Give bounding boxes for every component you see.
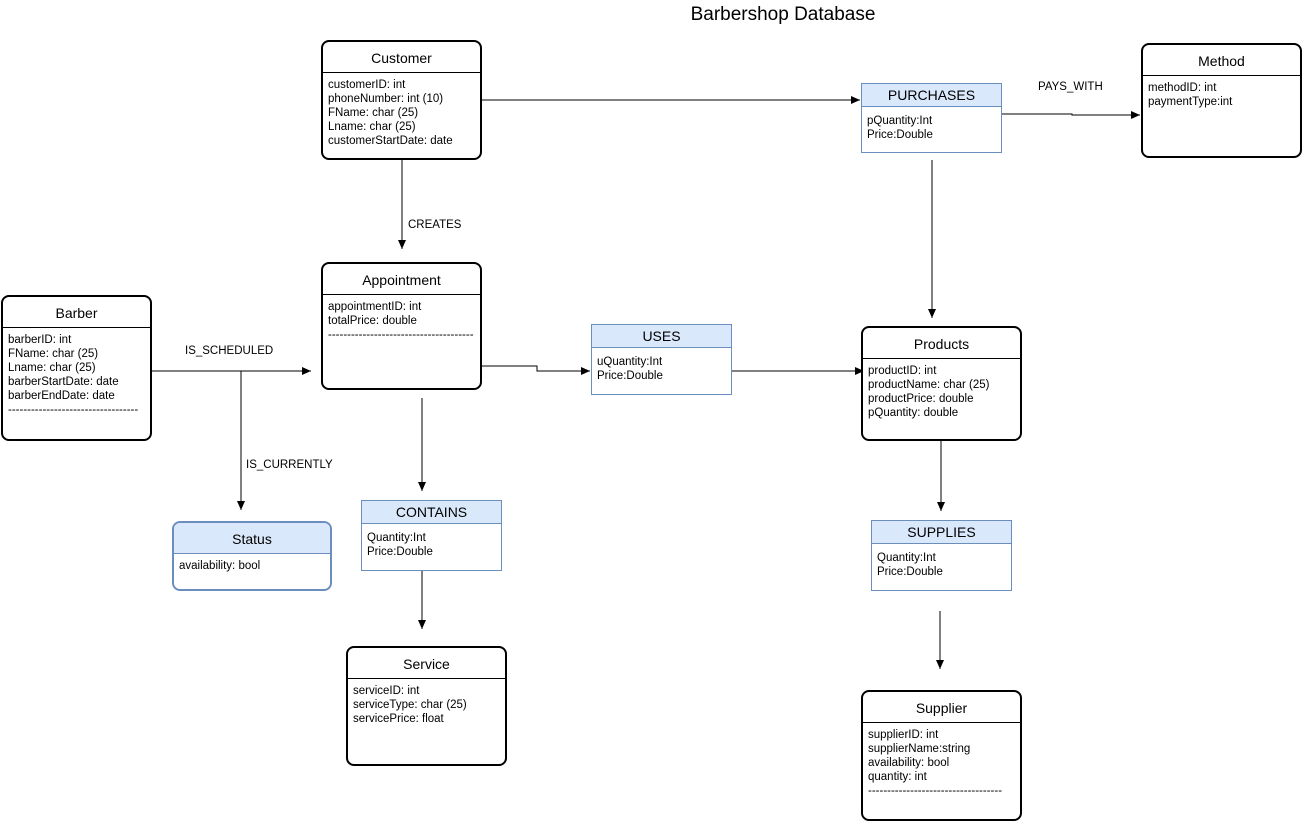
relationship-name: SUPPLIES xyxy=(872,521,1011,544)
attribute: Price:Double xyxy=(877,566,943,578)
is-scheduled-label: IS_SCHEDULED xyxy=(185,345,274,357)
entity-name: Service xyxy=(348,648,505,679)
attribute: serviceType: char (25) xyxy=(353,699,467,711)
entity-name: Customer xyxy=(323,42,480,73)
attribute: Lname: char (25) xyxy=(328,121,416,133)
attribute: supplierID: int xyxy=(868,729,939,741)
attribute: Lname: char (25) xyxy=(8,362,96,374)
entity-name: Products xyxy=(863,328,1020,359)
creates-label: CREATES xyxy=(408,219,462,231)
attribute: productID: int xyxy=(868,365,937,377)
attribute: Quantity:Int xyxy=(877,552,936,564)
attribute: FName: char (25) xyxy=(8,348,99,360)
is-currently-label: IS_CURRENTLY xyxy=(246,459,333,471)
entity-name: Method xyxy=(1143,45,1300,76)
diagram-title: Barbershop Database xyxy=(690,4,876,25)
attribute: supplierName:string xyxy=(868,743,971,755)
relationship-name: PURCHASES xyxy=(862,84,1001,107)
attribute: appointmentID: int xyxy=(328,301,422,313)
service-entity[interactable]: Service serviceID: int serviceType: char… xyxy=(346,646,507,766)
attribute: Price:Double xyxy=(367,546,433,558)
relationship-name: USES xyxy=(592,325,731,348)
attribute: uQuantity:Int xyxy=(597,356,663,368)
attribute: barberID: int xyxy=(8,334,72,346)
contains-relationship[interactable]: CONTAINS Quantity:Int Price:Double xyxy=(361,500,502,571)
attribute: quantity: int xyxy=(868,771,927,783)
relationship-name: CONTAINS xyxy=(362,501,501,524)
attribute-separator: ---------------------------------- xyxy=(8,404,139,416)
attribute: pQuantity: double xyxy=(868,407,959,419)
attribute: Price:Double xyxy=(597,370,663,382)
entity-name: Status xyxy=(174,523,330,554)
supplies-relationship[interactable]: SUPPLIES Quantity:Int Price:Double xyxy=(871,520,1012,591)
entity-name: Barber xyxy=(3,297,150,328)
attribute: Price:Double xyxy=(867,129,933,141)
attribute: barberStartDate: date xyxy=(8,376,119,388)
attribute: availability: bool xyxy=(868,757,950,769)
attribute: availability: bool xyxy=(179,560,261,572)
appointment-to-uses-arrow xyxy=(482,365,590,375)
attribute: methodID: int xyxy=(1148,82,1217,94)
pays-with-label: PAYS_WITH xyxy=(1038,81,1103,93)
supplier-entity[interactable]: Supplier supplierID: int supplierName:st… xyxy=(861,690,1022,821)
attribute: productPrice: double xyxy=(868,393,974,405)
uses-relationship[interactable]: USES uQuantity:Int Price:Double xyxy=(591,324,732,395)
attribute: customerStartDate: date xyxy=(328,135,453,147)
barber-entity[interactable]: Barber barberID: int FName: char (25) Ln… xyxy=(1,295,152,441)
purchases-to-method-arrow xyxy=(1002,111,1140,119)
attribute: FName: char (25) xyxy=(328,107,419,119)
appointment-entity[interactable]: Appointment appointmentID: int totalPric… xyxy=(321,262,482,390)
attribute-separator: -------------------------------------- xyxy=(328,329,474,341)
attribute: productName: char (25) xyxy=(868,379,990,391)
attribute: paymentType:int xyxy=(1148,96,1233,108)
attribute: Quantity:Int xyxy=(367,532,426,544)
attribute-separator: ----------------------------------- xyxy=(868,785,1003,797)
status-entity[interactable]: Status availability: bool xyxy=(172,521,332,591)
entity-name: Supplier xyxy=(863,692,1020,723)
attribute: serviceID: int xyxy=(353,685,420,697)
attribute: customerID: int xyxy=(328,79,406,91)
customer-entity[interactable]: Customer customerID: int phoneNumber: in… xyxy=(321,40,482,160)
products-entity[interactable]: Products productID: int productName: cha… xyxy=(861,326,1022,441)
attribute: pQuantity:Int xyxy=(867,115,933,127)
entity-name: Appointment xyxy=(323,264,480,295)
attribute: servicePrice: float xyxy=(353,713,444,725)
attribute: totalPrice: double xyxy=(328,315,417,327)
purchases-relationship[interactable]: PURCHASES pQuantity:Int Price:Double xyxy=(861,83,1002,153)
attribute: phoneNumber: int (10) xyxy=(328,93,444,105)
attribute: barberEndDate: date xyxy=(8,390,115,402)
method-entity[interactable]: Method methodID: int paymentType:int xyxy=(1141,43,1302,158)
